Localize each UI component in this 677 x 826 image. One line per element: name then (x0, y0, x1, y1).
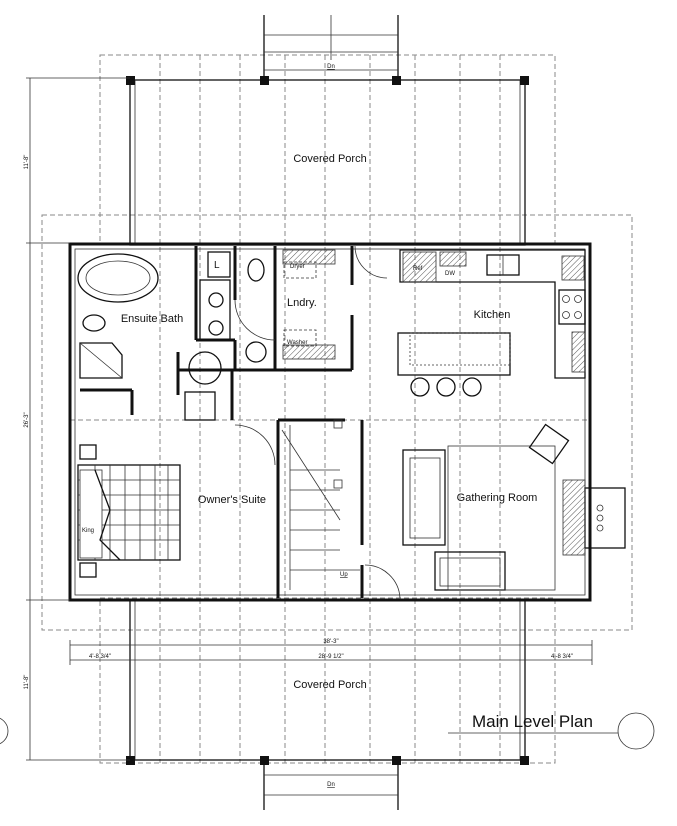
dryer-label: Dryer (290, 264, 305, 270)
dim-house-depth: 26'-3" (24, 412, 30, 427)
stair-down-label: Dn (327, 782, 335, 788)
bed-label: King (82, 528, 94, 534)
top-porch: Dn Covered Porch (126, 15, 529, 246)
ref-label: Ref (413, 266, 423, 272)
exterior-walls (68, 242, 592, 602)
rug (447, 445, 556, 591)
vanity-icon (199, 279, 231, 341)
dimensions: 11'-8" 26'-3" 11'-8" 38'-3" 4'-8 3/4" 28… (24, 77, 593, 761)
bottom-porch: Dn Covered Porch (126, 599, 529, 810)
dw-label: DW (445, 271, 455, 277)
owners-suite: King Owner's Suite (77, 444, 266, 578)
toilet-icon (247, 258, 265, 282)
dishwasher-icon (439, 251, 467, 267)
dim-right-offset: 4'-8 3/4" (551, 654, 573, 660)
toilet-icon (82, 314, 106, 332)
sink-icon (245, 341, 267, 363)
refrigerator-icon (402, 251, 437, 283)
range-icon (558, 289, 586, 325)
kitchen: Ref DW Kitchen (397, 249, 586, 397)
top-porch-stairs[interactable]: Dn (263, 15, 399, 78)
bathtub-icon (77, 253, 159, 303)
laundry: Dryer Washer Lndry. (282, 249, 336, 360)
washer-label: Washer (287, 340, 307, 346)
room-label-ensuite-bath: Ensuite Bath (121, 313, 183, 325)
washer-icon (282, 344, 336, 360)
linen-label: L (214, 260, 220, 271)
dryer-icon (282, 249, 336, 265)
room-label-laundry: Lndry. (287, 297, 317, 309)
bottom-porch-stairs[interactable]: Dn (263, 762, 399, 810)
nightstand-icon (79, 444, 97, 460)
linen-closet (207, 251, 231, 278)
ensuite-bath: L Ensuite Bath (77, 251, 267, 421)
room-label-owners-suite: Owner's Suite (198, 494, 266, 506)
stair-up-label: Up (340, 572, 348, 578)
plan-title: Main Level Plan (472, 712, 593, 731)
dim-porch-top-depth: 11'-8" (24, 155, 30, 170)
plan-title-block: Main Level Plan (0, 712, 655, 750)
king-bed-icon (77, 464, 181, 561)
dim-center-width: 28'-9 1/2" (318, 654, 343, 660)
armchair-icon (528, 423, 570, 465)
nightstand-icon (79, 562, 97, 578)
dim-porch-bottom-depth: 11'-8" (24, 675, 30, 690)
stool-icon (410, 377, 430, 397)
room-label-covered-porch-top: Covered Porch (293, 153, 366, 165)
stool-icon (462, 377, 482, 397)
shower-round-icon (188, 351, 222, 385)
room-label-gathering-room: Gathering Room (457, 492, 538, 504)
room-label-kitchen: Kitchen (474, 309, 511, 321)
shower-icon (79, 342, 123, 379)
gathering-room: Gathering Room (402, 423, 626, 591)
stool-icon (436, 377, 456, 397)
dim-overall-width: 38'-3" (323, 639, 338, 645)
room-label-covered-porch-bottom: Covered Porch (293, 679, 366, 691)
dim-left-offset: 4'-8 3/4" (89, 654, 111, 660)
interior-stairs[interactable]: Up (281, 419, 360, 590)
stair-down-label: Dn (327, 64, 335, 70)
sofa-icon (402, 449, 446, 546)
